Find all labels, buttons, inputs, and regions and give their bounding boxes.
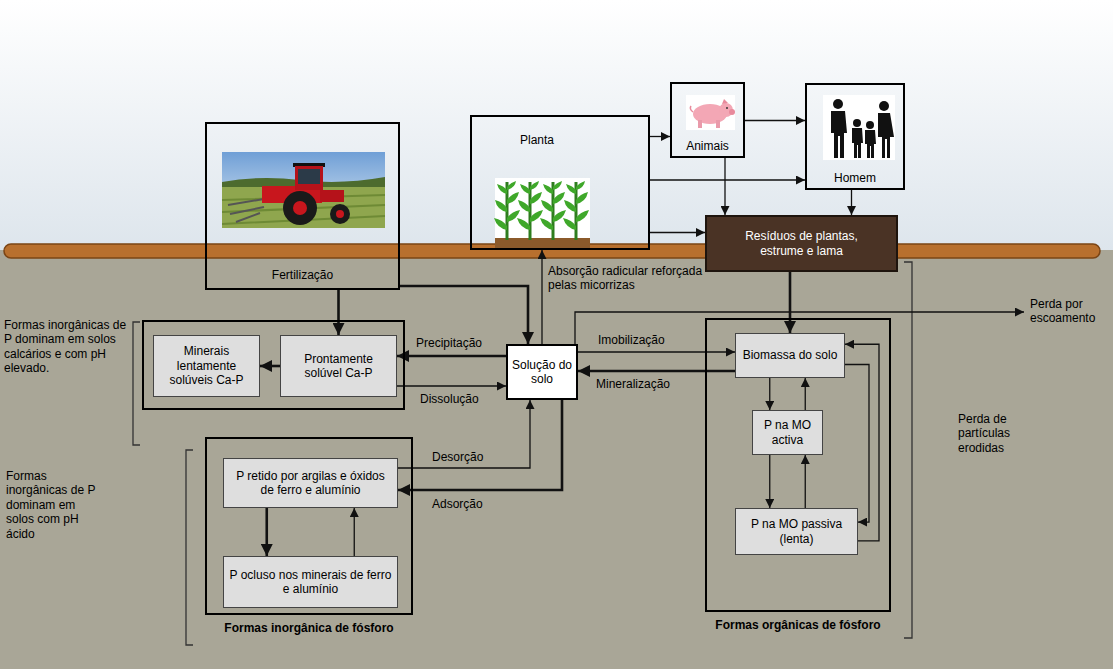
node-text: P ocluso nos minerais de ferro e alumíni… <box>229 568 392 597</box>
group-heading: Formas inorgânicas de P dominam em solos… <box>4 318 129 376</box>
process-box: Prontamente solúvel Ca-P <box>280 335 397 397</box>
node-text: Solução do solo <box>510 358 574 387</box>
flow-arrow <box>398 400 530 468</box>
node-text: P na MO passiva (lenta) <box>741 517 852 546</box>
group-box: Formas orgânicas de fósforoBiomassa do s… <box>705 318 891 612</box>
flow-arrow <box>541 250 542 344</box>
node-text: Resíduos de plantas, estrume e lama <box>735 229 868 258</box>
tractor-photo <box>222 152 385 228</box>
edge-label: Adsorção <box>432 497 483 511</box>
process-box: P retido por argilas e óxidos de ferro e… <box>223 458 398 508</box>
process-box: P na MO activa <box>752 410 823 455</box>
flow-arrow <box>851 190 852 215</box>
node-text: Planta <box>520 133 554 147</box>
bracket <box>186 450 193 645</box>
node-text: Biomassa do solo <box>743 348 838 362</box>
flow-arrow <box>337 290 340 335</box>
flow-arrow <box>805 378 806 410</box>
image-frame: Animais <box>670 82 745 158</box>
flow-arrow <box>400 286 528 344</box>
flow-arrow <box>578 351 735 352</box>
flow-arrow <box>265 508 268 556</box>
flow-arrow <box>650 232 705 233</box>
image-frame: Planta <box>470 115 650 250</box>
flow-arrow <box>650 179 805 180</box>
group-heading: Formas inorgânica de fósforo <box>205 621 413 635</box>
bracket <box>904 262 912 638</box>
image-frame: Fertilização <box>205 122 400 290</box>
edge-label: Imobilização <box>598 333 665 347</box>
flow-arrow <box>650 136 670 137</box>
bracket <box>133 322 140 445</box>
flow-arrow <box>769 378 770 410</box>
process-box: Biomassa do solo <box>735 333 845 378</box>
flow-arrow <box>354 508 355 556</box>
node-text: Minerais lentamente solúveis Ca-P <box>159 344 254 387</box>
process-box: P ocluso nos minerais de ferro e alumíni… <box>223 556 398 608</box>
node-text: Prontamente solúvel Ca-P <box>286 352 391 381</box>
pig-picture <box>686 95 735 130</box>
family-picture <box>823 95 895 160</box>
node-text: Fertilização <box>272 268 333 282</box>
sky <box>0 0 1113 252</box>
node-text: Homem <box>834 171 876 185</box>
flow-arrow <box>745 120 805 121</box>
flow-arrow <box>789 272 792 333</box>
process-box: Minerais lentamente solúveis Ca-P <box>153 335 260 397</box>
flow-arrow <box>805 455 806 508</box>
edge-label: Mineralização <box>596 377 670 391</box>
flow-arrow <box>260 365 280 368</box>
flow-arrow <box>769 455 770 508</box>
solution-box: Solução do solo <box>506 344 578 400</box>
soil <box>0 250 1113 669</box>
node-text: P retido por argilas e óxidos de ferro e… <box>229 469 392 498</box>
edge-label: Absorção radicular reforçada pelas micor… <box>548 264 708 293</box>
flow-arrow <box>398 400 562 490</box>
edge-label: Dissolução <box>420 392 479 406</box>
flow-arrow <box>724 158 725 215</box>
flow-arrow <box>397 355 506 358</box>
flow-arrow <box>845 365 869 523</box>
residue-box: Resíduos de plantas, estrume e lama <box>705 215 898 272</box>
group-heading: Formas orgânicas de fósforo <box>705 618 891 632</box>
node-text: Animais <box>686 139 729 153</box>
process-box: P na MO passiva (lenta) <box>735 508 858 555</box>
crop-picture <box>494 178 590 248</box>
group-box: Formas inorgânicas de P dominam em solos… <box>142 320 405 410</box>
node-text: P na MO activa <box>758 418 817 447</box>
group-box: Formas inorgânicas de P dominam em solos… <box>205 437 413 615</box>
note-label: Perda de partículas erodidas <box>958 412 1034 455</box>
note-label: Perda por escoamento <box>1030 297 1106 326</box>
group-heading: Formas inorgânicas de P dominam em solos… <box>6 469 106 541</box>
image-frame: Homem <box>805 83 905 190</box>
flow-arrow <box>578 370 735 373</box>
flow-arrow <box>397 385 506 386</box>
edge-label: Precipitação <box>416 336 482 350</box>
edge-label: Desorção <box>432 450 483 464</box>
